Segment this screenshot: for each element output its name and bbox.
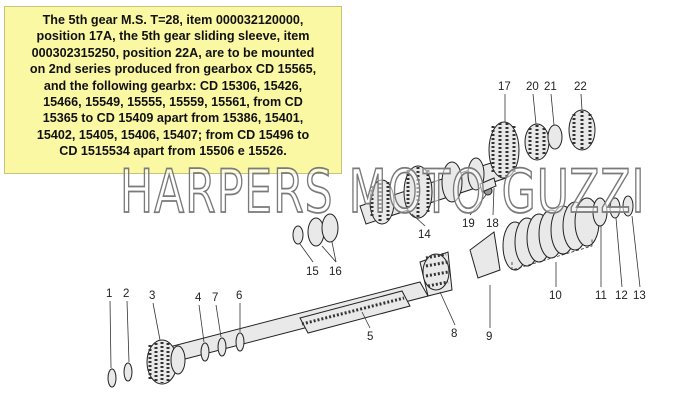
- washer-16b: [321, 213, 339, 243]
- ring-21: [547, 124, 563, 150]
- gear-17: [488, 121, 520, 179]
- note-line-3: 000302315250, position 22A, are to be mo…: [31, 45, 315, 60]
- disc-pack-10: [502, 197, 600, 271]
- sleeve-22: [568, 109, 596, 151]
- callout-19: 19: [462, 218, 475, 230]
- callout-5: 5: [367, 331, 373, 343]
- note-line-9: CD 1515534 apart from 15506 e 15526.: [59, 144, 287, 159]
- layshaft-14: [359, 157, 507, 225]
- callout-2: 2: [123, 288, 129, 300]
- note-line-1: The 5th gear M.S. T=28, item 00003212000…: [42, 13, 304, 27]
- ring-4: [200, 342, 210, 362]
- callout-8: 8: [451, 328, 457, 340]
- pinion-8: [419, 251, 453, 297]
- ring-7: [217, 337, 227, 357]
- washer-16a: [307, 217, 325, 247]
- gear-3: [146, 339, 186, 385]
- callout-20: 20: [526, 81, 539, 93]
- callout-10: 10: [549, 290, 562, 302]
- leader-lines: [109, 93, 641, 369]
- main-shaft: [149, 281, 429, 367]
- washer-2: [123, 362, 133, 382]
- washer-11: [592, 197, 608, 227]
- ring-6: [235, 332, 245, 352]
- callout-1: 1: [106, 288, 112, 300]
- callout-13: 13: [633, 290, 646, 302]
- bearing-20: [524, 123, 550, 161]
- callout-21: 21: [544, 81, 557, 93]
- callout-14: 14: [418, 229, 431, 241]
- cone-9: [469, 231, 501, 279]
- callout-15: 15: [306, 266, 319, 278]
- note-line-7: 15365 to CD 15409 apart from 15386, 1540…: [42, 111, 304, 126]
- callout-4: 4: [195, 292, 202, 304]
- disc-pack-bracket: [511, 238, 593, 271]
- callout-11: 11: [595, 290, 607, 302]
- callout-6: 6: [236, 290, 242, 302]
- callout-16: 16: [329, 266, 342, 278]
- callout-17: 17: [498, 81, 511, 93]
- callout-labels: 1 2 3 4 7 6 5 8 9 10 11 12 13 15 16 14 1…: [106, 81, 646, 343]
- spring-18: [479, 177, 497, 193]
- callout-3: 3: [149, 290, 155, 302]
- callout-18: 18: [486, 218, 499, 230]
- note-line-5: and the following gearbx: CD 15306, 1542…: [43, 78, 303, 93]
- note-line-4: on 2nd series produced fron gearbox CD 1…: [29, 62, 317, 77]
- service-note: The 5th gear M.S. T=28, item 00003212000…: [4, 6, 342, 174]
- note-line-8: 15402, 15405, 15406, 15407; from CD 1549…: [36, 127, 310, 142]
- note-line-6: 15466, 15549, 15555, 15559, 15561, from …: [43, 95, 303, 110]
- ring-13: [622, 195, 634, 217]
- callout-12: 12: [615, 290, 628, 302]
- ring-12: [609, 197, 621, 219]
- note-line-2: position 17A, the 5th gear sliding sleev…: [36, 29, 310, 44]
- washer-1: [107, 368, 117, 388]
- washer-15: [292, 225, 304, 245]
- callout-9: 9: [486, 331, 492, 343]
- callout-22: 22: [574, 81, 587, 93]
- callout-7: 7: [212, 292, 218, 304]
